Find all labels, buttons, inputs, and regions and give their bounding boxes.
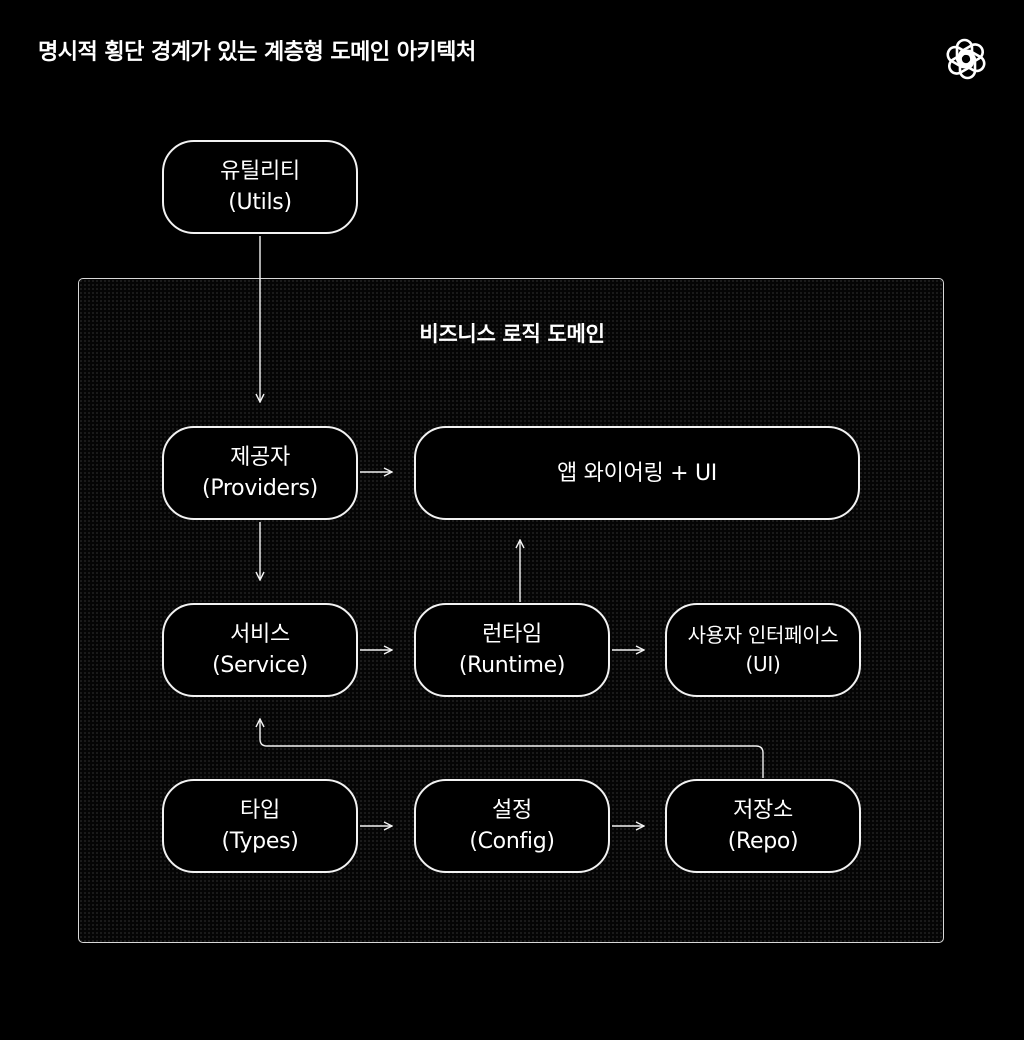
utils-node: 유틸리티 (Utils)	[162, 140, 358, 234]
service-node: 서비스 (Service)	[162, 603, 358, 697]
config-sublabel: (Config)	[469, 829, 555, 854]
runtime-node: 런타임 (Runtime)	[414, 603, 610, 697]
repo-sublabel: (Repo)	[727, 829, 799, 854]
service-label: 서비스	[230, 622, 290, 647]
ui-node: 사용자 인터페이스 (UI)	[665, 603, 861, 697]
repo-node: 저장소 (Repo)	[665, 779, 861, 873]
types-label: 타입	[240, 798, 280, 823]
page-title: 명시적 횡단 경계가 있는 계층형 도메인 아키텍처	[38, 40, 476, 65]
config-label: 설정	[492, 798, 532, 823]
utils-label: 유틸리티	[220, 159, 300, 184]
providers-sublabel: (Providers)	[202, 476, 318, 501]
repo-label: 저장소	[733, 798, 793, 823]
runtime-label: 런타임	[482, 622, 542, 647]
ui-label: 사용자 인터페이스	[687, 623, 839, 647]
domain-label: 비즈니스 로직 도메인	[419, 322, 605, 346]
ui-sublabel: (UI)	[745, 652, 781, 676]
types-node: 타입 (Types)	[162, 779, 358, 873]
openai-logo-icon	[946, 38, 986, 80]
providers-node: 제공자 (Providers)	[162, 426, 358, 520]
edge-repo-service	[260, 719, 764, 778]
app-wiring-ui-label: 앱 와이어링 + UI	[557, 460, 717, 486]
runtime-sublabel: (Runtime)	[458, 653, 566, 678]
config-node: 설정 (Config)	[414, 779, 610, 873]
types-sublabel: (Types)	[221, 829, 299, 854]
providers-label: 제공자	[230, 445, 290, 470]
service-sublabel: (Service)	[212, 653, 308, 678]
app-wiring-ui-node: 앱 와이어링 + UI	[414, 426, 860, 520]
utils-sublabel: (Utils)	[228, 190, 292, 215]
